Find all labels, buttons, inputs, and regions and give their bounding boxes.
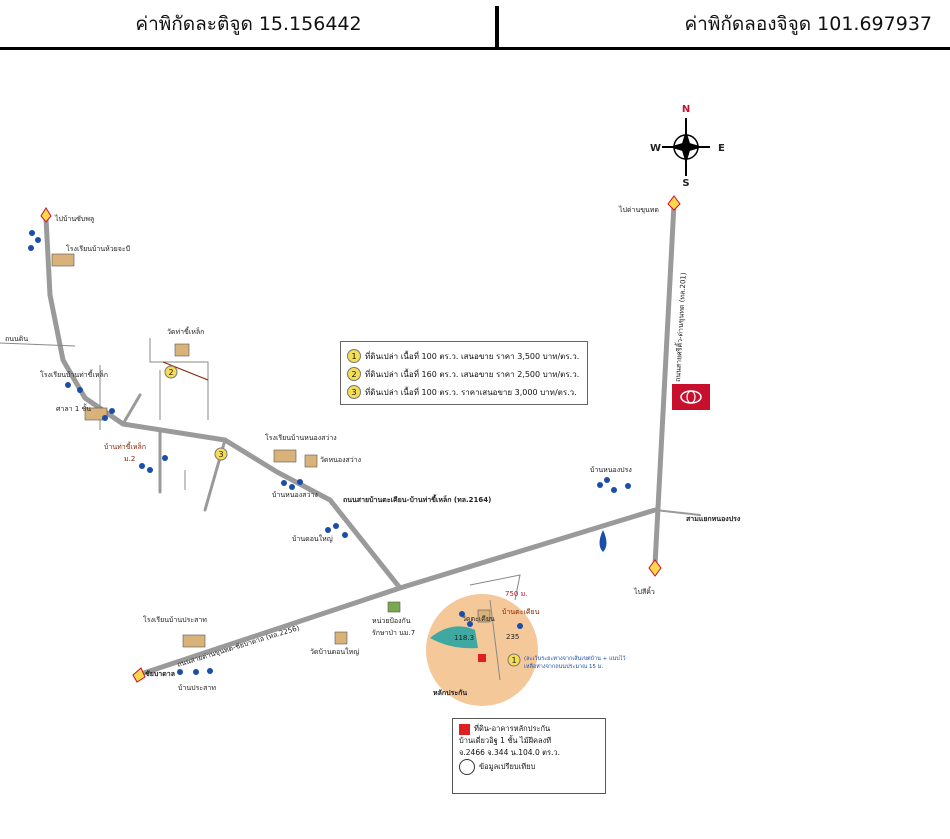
compass-n: N xyxy=(682,104,690,115)
svg-text:3: 3 xyxy=(218,450,223,459)
label-note-blue: (ละเว้นระยะทางจากเส้นเขตบ้าน + แนบไว้ xyxy=(524,655,626,662)
road-network xyxy=(43,201,701,678)
label-village-left: บ้านท่าขี้เหล็ก xyxy=(104,440,146,451)
label-plot-b: 235 xyxy=(506,633,519,641)
compass-w: W xyxy=(650,143,661,154)
label-temple-dong: วัดบ้านดอนใหญ่ xyxy=(310,647,359,656)
label-to-bottom-left: ชัยบาดาล xyxy=(145,670,175,678)
pond-area xyxy=(430,626,478,649)
label-village-mid: บ้านหนองสว่าง xyxy=(272,491,318,499)
temple-icon xyxy=(334,631,348,645)
road-end-markers xyxy=(40,195,681,683)
svg-text:1: 1 xyxy=(511,656,516,665)
label-health: หน่วยป้องกัน xyxy=(372,617,411,625)
office-icon xyxy=(387,601,401,613)
label-junction: สามแยกหนองปรง xyxy=(686,515,741,523)
label-plot-a: 118.3 xyxy=(454,634,474,642)
svg-text:2: 2 xyxy=(168,368,173,377)
label-temple-target: วัดตะเคียน xyxy=(462,615,495,623)
target-area xyxy=(426,594,538,706)
temple-icon xyxy=(304,454,318,468)
label-village-right: บ้านหนองปรง xyxy=(590,466,632,474)
label-school-bottom: โรงเรียนบ้านประสาท xyxy=(143,615,207,624)
label-main-road: ถนนสายบ้านตะเคียน-บ้านท่าขี้เหล็ก (ทล.21… xyxy=(343,493,491,504)
school-icon xyxy=(182,634,206,648)
plot-markers: 2 3 1 xyxy=(164,365,521,667)
location-map: N S E W 2 3 1 xyxy=(0,104,741,706)
label-to-top-right: ไปด่านขุนทด xyxy=(618,205,659,214)
label-sala: ศาลา 1 ชั้น xyxy=(56,402,91,413)
latitude-label: ค่าพิกัดละติจูด 15.156442 xyxy=(135,13,362,35)
label-village-left-moo: ม.2 xyxy=(124,455,135,463)
legend-text: ที่ดินเปล่า เนื้อที่ 160 ตร.ว. เสนอขาย ร… xyxy=(365,369,580,379)
label-health-2: รักษาป่า นม.7 xyxy=(372,629,415,637)
map-key: ที่ดิน-อาคารหลักประกัน บ้านเดี่ยวอิฐ 1 ช… xyxy=(452,718,606,794)
label-village-dong: บ้านดอนใหญ่ xyxy=(292,534,333,543)
label-note-blue-2: เหลือห่างจากถนนประมาณ 15 ม. xyxy=(524,663,603,670)
landmark-icons xyxy=(51,253,491,648)
label-school-top: โรงเรียนบ้านห้วยจะบี xyxy=(66,244,130,253)
longitude-label: ค่าพิกัดลองจิจูด 101.697937 xyxy=(684,13,932,35)
key-line-4: ข้อมูลเปรียบเทียบ xyxy=(479,762,536,771)
label-to-bottom-right: ไปสีคิ้ว xyxy=(633,585,655,596)
legend-row: 1 ที่ดินเปล่า เนื้อที่ 100 ตร.ว. เสนอขาย… xyxy=(347,347,581,365)
plot-boundary-2 xyxy=(162,361,209,381)
key-line-1: ที่ดิน-อาคารหลักประกัน xyxy=(474,724,551,733)
header-divider xyxy=(495,6,499,50)
collateral-marker xyxy=(478,654,486,662)
label-road-left: ถนนดิน xyxy=(5,335,28,343)
label-school-mid: โรงเรียนบ้านหนองสว่าง xyxy=(265,433,337,442)
legend-text: ที่ดินเปล่า เนื้อที่ 100 ตร.ว. เสนอขาย ร… xyxy=(365,351,580,361)
label-village-prasat: บ้านประสาท xyxy=(178,684,216,692)
coordinate-header: ค่าพิกัดละติจูด 15.156442 ค่าพิกัดลองจิจ… xyxy=(0,0,950,50)
school-icon xyxy=(51,253,75,267)
school-icon xyxy=(273,449,297,463)
temple-icon xyxy=(477,609,491,623)
legend-num: 3 xyxy=(347,385,361,399)
legend-num: 1 xyxy=(347,349,361,363)
label-to-top-left: ไปบ้านซับพลู xyxy=(54,214,94,223)
house-clusters xyxy=(28,230,631,675)
header-underline xyxy=(0,47,950,50)
compass-s: S xyxy=(682,178,689,189)
legend-row: 3 ที่ดินเปล่า เนื้อที่ 100 ตร.ว. ราคาเสน… xyxy=(347,383,581,401)
key-line-3: จ.2466 จ.344 น.104.0 ตร.ว. xyxy=(459,748,560,757)
gas-station-icon xyxy=(599,530,607,552)
school-icon xyxy=(84,407,108,421)
dealer-logo xyxy=(672,384,710,410)
label-temple-left: วัดท่าขี้เหล็ก xyxy=(167,325,204,336)
compare-swatch xyxy=(459,759,475,775)
label-school-left: โรงเรียนบ้านท่าขี้เหล็ก xyxy=(40,368,108,379)
compass-rose xyxy=(662,118,710,176)
key-line-2: บ้านเดี่ยวอิฐ 1 ชั้น ไม้ฝีคลงที xyxy=(459,736,552,745)
key-collateral-row: ที่ดิน-อาคารหลักประกัน xyxy=(459,723,599,735)
label-village-target: บ้านตะเคียน xyxy=(502,608,540,616)
compass-e: E xyxy=(718,143,725,154)
label-highway-vertical: ถนนสายศรีคิ้ว-ด่านขุนทด (ทล.201) xyxy=(671,272,688,382)
label-collateral: หลักประกัน xyxy=(433,689,467,697)
legend-text: ที่ดินเปล่า เนื้อที่ 100 ตร.ว. ราคาเสนอข… xyxy=(365,387,577,397)
label-temple-mid: วัดหนองสว่าง xyxy=(320,456,361,464)
key-compare-row: ข้อมูลเปรียบเทียบ xyxy=(459,759,599,775)
label-distance: 750 ม. xyxy=(505,590,527,598)
temple-icon xyxy=(174,343,190,357)
legend-num: 2 xyxy=(347,367,361,381)
collateral-swatch xyxy=(459,723,470,735)
comparison-legend: 1 ที่ดินเปล่า เนื้อที่ 100 ตร.ว. เสนอขาย… xyxy=(340,341,588,405)
legend-row: 2 ที่ดินเปล่า เนื้อที่ 160 ตร.ว. เสนอขาย… xyxy=(347,365,581,383)
